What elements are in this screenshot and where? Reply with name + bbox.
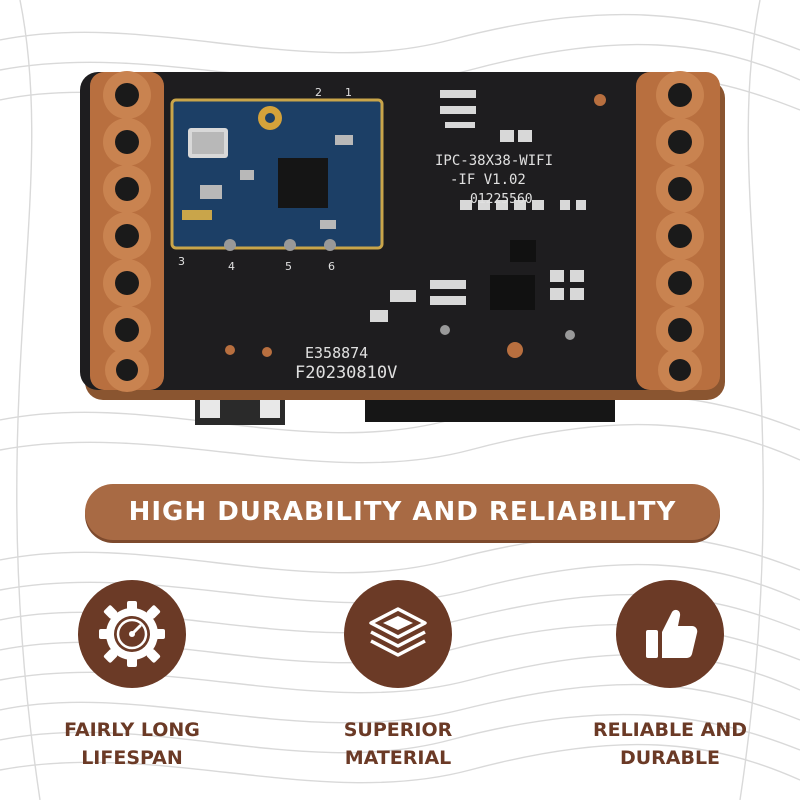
feature-label: RELIABLE AND DURABLE [592, 719, 748, 769]
pin-label: 4 [228, 260, 235, 273]
durability-banner: HIGH DURABILITY AND RELIABILITY [85, 484, 720, 540]
feature-material: SUPERIOR MATERIAL [288, 580, 508, 772]
feature-label: SUPERIOR MATERIAL [343, 719, 453, 769]
serial-small: 01225560 [470, 192, 533, 207]
gear-gauge-icon [78, 580, 186, 688]
feature-label: FAIRLY LONG LIFESPAN [64, 719, 200, 769]
date-code: F20230810V [295, 363, 397, 383]
board-code: E358874 [305, 344, 368, 362]
pin-label: 3 [178, 255, 185, 268]
pin-label: 1 [345, 86, 352, 99]
thumbs-up-icon [616, 580, 724, 688]
banner-text: HIGH DURABILITY AND RELIABILITY [128, 497, 677, 527]
model-line-2: -IF V1.02 [450, 172, 526, 188]
feature-reliable: RELIABLE AND DURABLE [560, 580, 780, 772]
pcb-board: IPC-38X38-WIFI -IF V1.02 01225560 E35887… [70, 60, 730, 440]
feature-lifespan: FAIRLY LONG LIFESPAN [22, 580, 242, 772]
pin-label: 5 [285, 260, 292, 273]
model-line-1: IPC-38X38-WIFI [435, 153, 553, 169]
layers-icon [344, 580, 452, 688]
pin-label: 2 [315, 86, 322, 99]
right-pads [656, 71, 704, 392]
pin-label: 6 [328, 260, 335, 273]
wifi-module [170, 98, 384, 250]
left-pads [103, 71, 151, 392]
